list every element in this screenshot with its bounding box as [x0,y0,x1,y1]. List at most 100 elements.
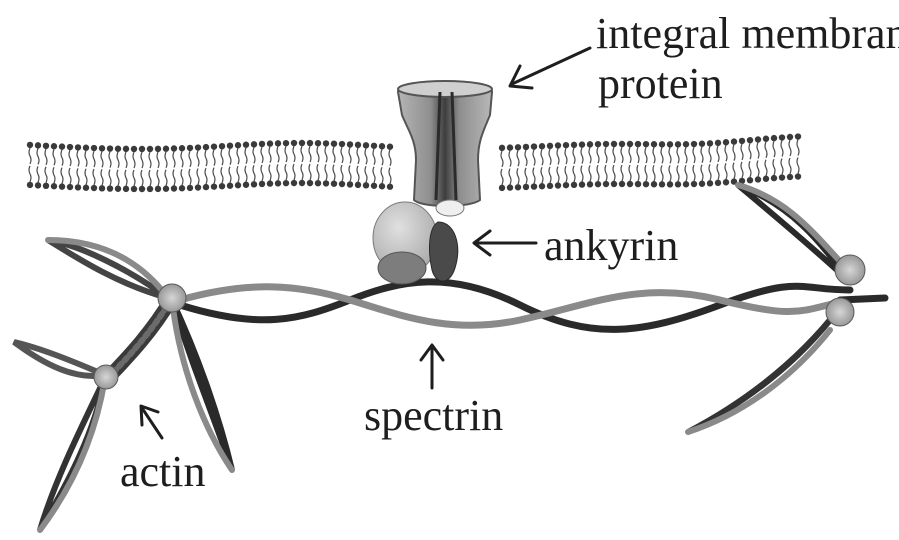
lipid-upper-30 [267,140,273,162]
lipid-lower-21 [195,169,201,191]
lipid-lower-61 [619,165,625,187]
lipid-lower-14 [139,170,145,192]
lipid-lower-9 [99,169,105,191]
lipid-upper-56 [579,141,585,163]
lipid-upper-49 [523,144,529,166]
lipid-lower-77 [747,161,753,183]
spectrin-arrow [421,345,443,388]
lipid-upper-35 [307,140,313,162]
lipid-lower-25 [227,167,233,189]
lipid-upper-46 [499,145,505,167]
integral-membrane-protein-label: integral membran [596,12,899,56]
lipid-lower-79 [763,160,769,182]
actin-node-upper-left [158,284,186,312]
lipid-lower-72 [707,164,713,186]
lipid-upper-64 [643,141,649,163]
lipid-lower-13 [131,170,137,192]
lipid-upper-3 [51,143,57,165]
spectrin-loop-down [172,300,232,470]
lipid-lower-53 [555,166,561,188]
lipid-lower-43 [371,167,377,189]
lipid-upper-78 [755,136,761,158]
lipid-upper-40 [347,141,353,163]
lipid-upper-33 [291,140,297,162]
spectrin-loop-left [14,342,105,376]
label-arrows [141,48,590,438]
lipid-lower-78 [755,160,761,182]
lipid-upper-27 [243,142,249,164]
lipid-upper-51 [539,143,545,165]
lipid-upper-55 [571,142,577,164]
lipid-lower-75 [731,163,737,185]
lipid-lower-54 [563,166,569,188]
lipid-lower-19 [179,169,185,191]
lipid-lower-16 [155,170,161,192]
lipid-upper-10 [107,145,113,167]
protein-arrow [510,48,590,88]
lipid-upper-82 [787,134,793,156]
lipid-lower-67 [667,165,673,187]
lipid-upper-48 [515,144,521,166]
lipid-lower-36 [315,164,321,186]
lipid-lower-10 [107,170,113,192]
lipid-lower-55 [571,166,577,188]
lipid-upper-15 [147,146,153,168]
lipid-lower-23 [211,168,217,190]
lipid-upper-26 [235,142,241,164]
lipid-upper-8 [91,145,97,167]
lipid-upper-63 [635,141,641,163]
lipid-upper-28 [251,141,257,163]
lipid-lower-28 [251,165,257,187]
lipid-upper-43 [371,143,377,165]
lipid-upper-66 [659,141,665,163]
lipid-lower-46 [499,169,505,191]
lipid-lower-56 [579,166,585,188]
lipid-lower-63 [635,165,641,187]
lipid-upper-19 [179,145,185,167]
lipid-lower-42 [363,166,369,188]
ankyrin-label: ankyrin [544,224,678,268]
lipid-lower-70 [691,165,697,187]
lipid-upper-61 [619,141,625,163]
lipid-lower-65 [651,165,657,187]
lipid-upper-6 [75,144,81,166]
lipid-lower-69 [683,165,689,187]
lipid-upper-54 [563,142,569,164]
lipid-lower-57 [587,165,593,187]
lipid-lower-66 [659,165,665,187]
lipid-upper-39 [339,141,345,163]
lipid-lower-20 [187,169,193,191]
lipid-upper-62 [627,141,633,163]
lipid-upper-38 [331,140,337,162]
lipid-upper-81 [779,134,785,156]
integral-membrane-protein [398,81,492,216]
lipid-lower-44 [379,167,385,189]
lipid-lower-32 [283,164,289,186]
lipid-lower-58 [595,165,601,187]
lipid-upper-13 [131,146,137,168]
lipid-upper-68 [675,141,681,163]
spectrin-loop-lower-right [688,310,838,432]
lipid-upper-34 [299,140,305,162]
lipid-upper-71 [699,141,705,163]
lipid-upper-29 [259,141,265,163]
actin-node-right-bottom [826,298,854,326]
lipid-lower-34 [299,164,305,186]
lipid-lower-24 [219,167,225,189]
lipid-lower-39 [339,165,345,187]
lipid-upper-7 [83,145,89,167]
lipid-upper-70 [691,141,697,163]
lipid-lower-2 [43,167,49,189]
lipid-upper-25 [227,142,233,164]
lipid-lower-52 [547,167,553,189]
lipid-upper-9 [99,145,105,167]
lipid-upper-57 [587,141,593,163]
ankyrin-arrow [474,231,536,255]
spectrin-loop-upper-right [738,185,848,280]
lipid-lower-51 [539,167,545,189]
lipid-lower-17 [163,170,169,192]
lipid-lower-5 [67,168,73,190]
lipid-upper-20 [187,145,193,167]
lipid-upper-45 [387,144,393,166]
actin-node-lower-left [94,365,118,389]
